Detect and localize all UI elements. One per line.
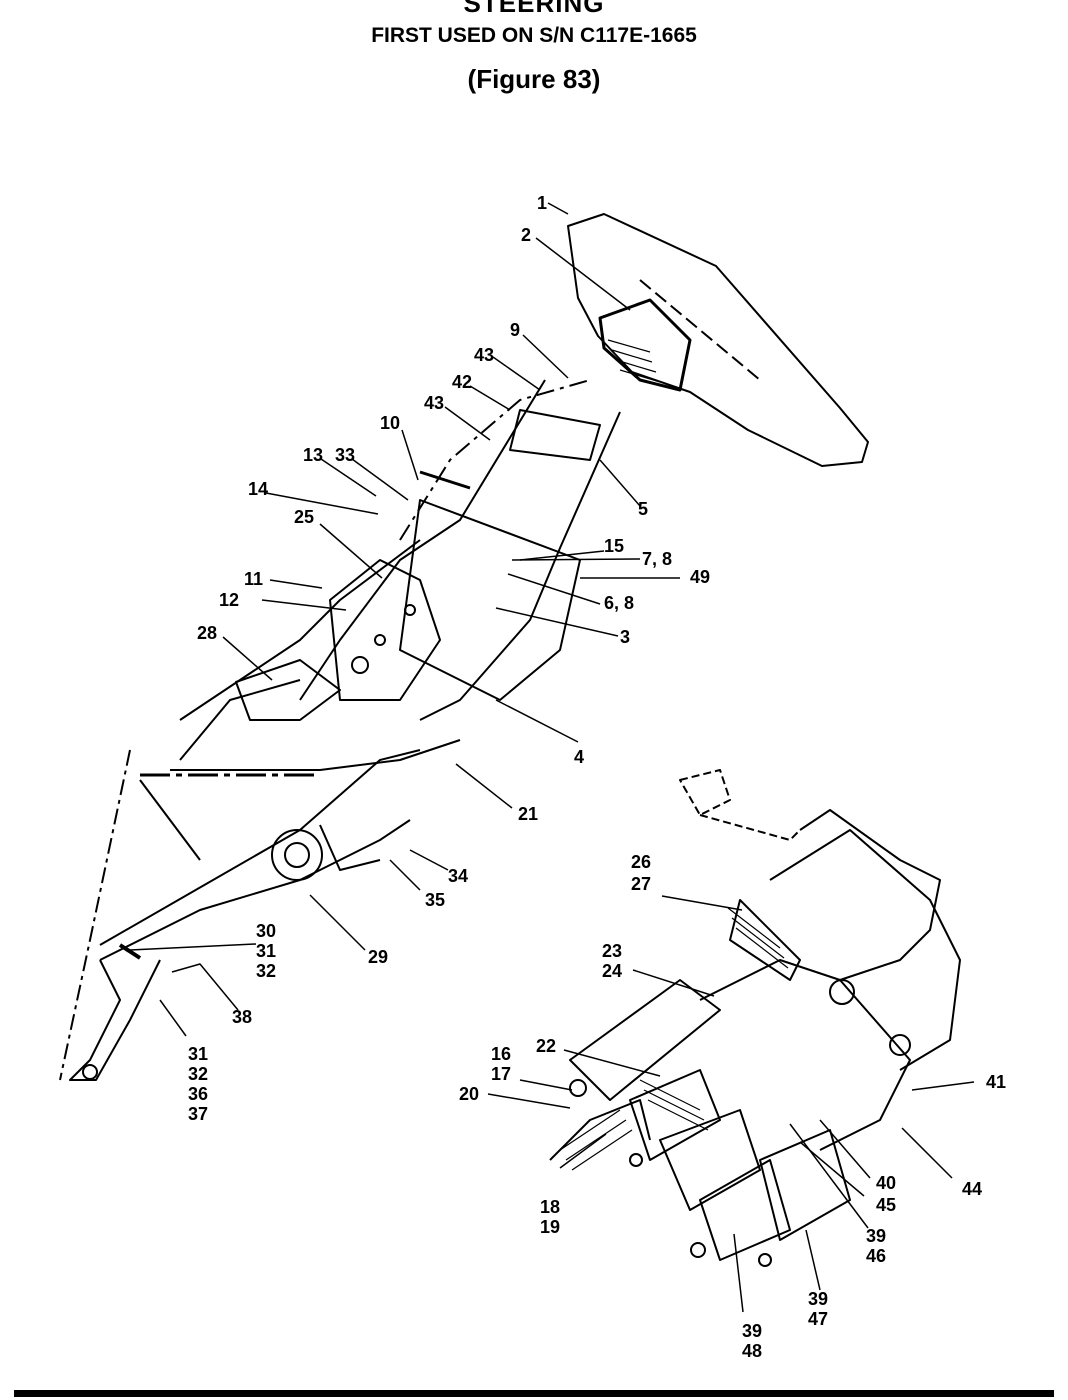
callout: 26 bbox=[631, 852, 651, 872]
callout: 43 bbox=[474, 345, 494, 365]
callout: 33 bbox=[335, 445, 355, 465]
callout: 45 bbox=[876, 1195, 896, 1215]
callout: 19 bbox=[540, 1217, 560, 1237]
callout-leaders bbox=[129, 202, 975, 1313]
callout: 21 bbox=[518, 804, 538, 824]
callout: 13 bbox=[303, 445, 323, 465]
callout: 2 bbox=[521, 225, 531, 245]
page-title: STEERING bbox=[463, 0, 605, 18]
callout: 30 bbox=[256, 921, 276, 941]
callout: 20 bbox=[459, 1084, 479, 1104]
callout: 17 bbox=[491, 1064, 511, 1084]
callout: 9 bbox=[510, 320, 520, 340]
callout: 28 bbox=[197, 623, 217, 643]
callout: 4 bbox=[574, 747, 584, 767]
callout: 22 bbox=[536, 1036, 556, 1056]
callout: 42 bbox=[452, 372, 472, 392]
callout: 16 bbox=[491, 1044, 511, 1064]
callout: 7, 8 bbox=[642, 549, 672, 569]
callout: 34 bbox=[448, 866, 468, 886]
callout: 25 bbox=[294, 507, 314, 527]
callout: 44 bbox=[962, 1179, 982, 1199]
callout: 6, 8 bbox=[604, 593, 634, 613]
callout: 48 bbox=[742, 1341, 762, 1361]
callout: 47 bbox=[808, 1309, 828, 1329]
callout: 35 bbox=[425, 890, 445, 910]
steering-column bbox=[170, 379, 621, 771]
callout: 37 bbox=[188, 1104, 208, 1124]
callout: 24 bbox=[602, 961, 622, 981]
callout: 40 bbox=[876, 1173, 896, 1193]
callout: 41 bbox=[986, 1072, 1006, 1092]
callout: 39 bbox=[866, 1226, 886, 1246]
callout: 31 bbox=[188, 1044, 208, 1064]
callout: 11 bbox=[244, 569, 263, 589]
callout: 12 bbox=[219, 590, 239, 610]
callout: 1 bbox=[537, 193, 547, 213]
callout: 43 bbox=[424, 393, 444, 413]
callout: 3 bbox=[620, 627, 630, 647]
callout: 46 bbox=[866, 1246, 886, 1266]
callout: 15 bbox=[604, 536, 624, 556]
hatched-sections bbox=[559, 339, 789, 1171]
callout: 10 bbox=[380, 413, 400, 433]
callout: 36 bbox=[188, 1084, 208, 1104]
callout: 49 bbox=[690, 567, 710, 587]
bottom-rule bbox=[14, 1390, 1054, 1397]
callout: 29 bbox=[368, 947, 388, 967]
callout: 27 bbox=[631, 874, 651, 894]
pedal-bracket bbox=[59, 749, 421, 1081]
callout: 14 bbox=[248, 479, 268, 499]
callout: 32 bbox=[188, 1064, 208, 1084]
callout: 32 bbox=[256, 961, 276, 981]
steering-valve-assembly bbox=[549, 769, 961, 1267]
callout-labels: 1 2 9 43 42 43 10 13 33 14 25 5 15 7, 8 … bbox=[188, 193, 1006, 1361]
callout: 5 bbox=[638, 499, 648, 519]
callout: 38 bbox=[232, 1007, 252, 1027]
serial-note: FIRST USED ON S/N C117E-1665 bbox=[371, 24, 697, 47]
figure-caption: (Figure 83) bbox=[467, 64, 601, 94]
callout: 23 bbox=[602, 941, 622, 961]
callout: 31 bbox=[256, 941, 276, 961]
callout: 39 bbox=[742, 1321, 762, 1341]
steering-wheel bbox=[567, 213, 869, 467]
callout: 18 bbox=[540, 1197, 560, 1217]
callout: 39 bbox=[808, 1289, 828, 1309]
